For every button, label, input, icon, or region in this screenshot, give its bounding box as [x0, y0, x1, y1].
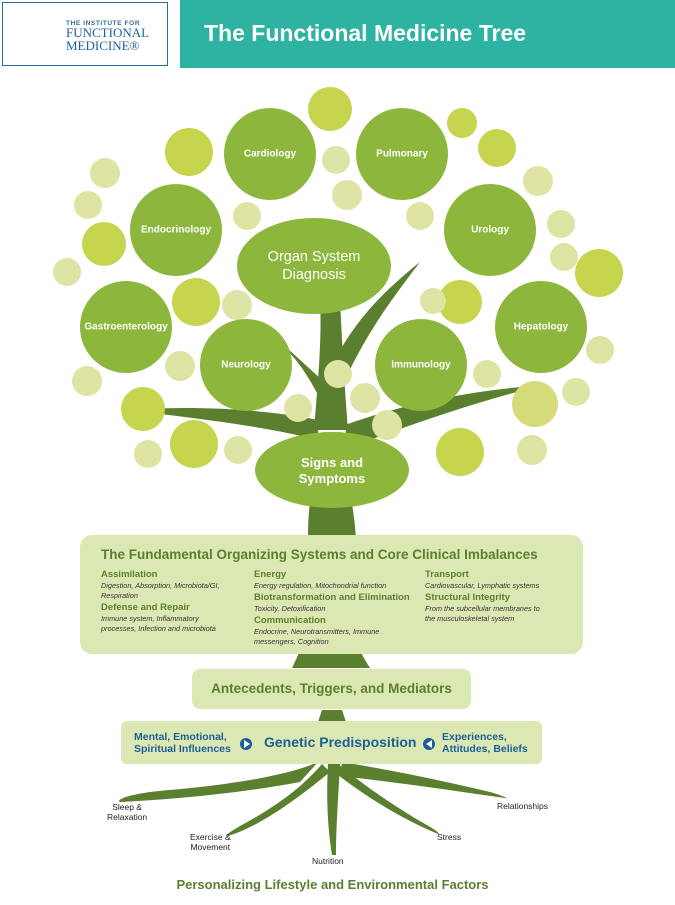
defense-title: Defense and Repair [101, 602, 190, 613]
organ-label-hepatology: Hepatology [513, 321, 569, 333]
defense-desc: Immune system, Inflammatory processes, I… [101, 614, 216, 633]
organ-circle-cardiology [224, 108, 316, 200]
organ-circle-pulmonary [356, 108, 448, 200]
right-arrow-icon [240, 738, 252, 750]
core-systems-title: The Fundamental Organizing Systems and C… [101, 547, 538, 562]
organ-label-cardiology: Cardiology [243, 148, 297, 160]
mental-emotional-label: Mental, Emotional, Spiritual Influences [134, 731, 231, 755]
communication-desc: Endocrine, Neurotransmitters, Immune mes… [254, 627, 380, 646]
footer-caption: Personalizing Lifestyle and Environmenta… [176, 877, 489, 892]
organ-circle-immunology [375, 319, 467, 411]
organ-system-ellipse [237, 218, 391, 314]
structural-desc: From the subcellular membranes to the mu… [425, 604, 540, 623]
logo-text-line1: THE INSTITUTE FOR [66, 20, 141, 27]
signs-symptoms-label: Signs and Symptoms [298, 455, 366, 486]
organ-label-pulmonary: Pulmonary [376, 148, 428, 160]
organ-label-neurology: Neurology [221, 359, 271, 371]
organ-label-gastroenterology: Gastroenterology [84, 321, 168, 333]
tree-roots [119, 762, 507, 855]
energy-desc: Energy regulation, Mitochondrial functio… [254, 581, 387, 590]
logo-text-line2: FUNCTIONAL [66, 25, 150, 40]
antecedents-box [192, 669, 471, 709]
logo-text-line3: MEDICINE® [66, 38, 140, 53]
page-title: The Functional Medicine Tree [204, 20, 527, 46]
transport-title: Transport [425, 569, 469, 580]
energy-title: Energy [254, 569, 287, 580]
root-label-stress: Stress [437, 832, 462, 842]
biotransformation-desc: Toxicity, Detoxification [254, 604, 326, 613]
root-label-exercise: Exercise & Movement [190, 832, 231, 852]
root-label-nutrition: Nutrition [312, 856, 344, 866]
structural-title: Structural Integrity [425, 592, 510, 603]
header-band: The Functional Medicine Tree [180, 0, 675, 68]
left-arrow-icon [423, 738, 435, 750]
root-label-relationships: Relationships [497, 801, 549, 811]
antecedents-label: Antecedents, Triggers, and Mediators [211, 681, 452, 696]
organ-circle-urology [444, 184, 536, 276]
organ-label-endocrinology: Endocrinology [141, 224, 211, 236]
organ-label-immunology: Immunology [391, 359, 451, 371]
organ-circle-gastroenterology [80, 281, 172, 373]
experiences-attitudes-label: Experiences, Attitudes, Beliefs [442, 731, 528, 755]
organ-circle-neurology [200, 319, 292, 411]
genetic-predisposition-label: Genetic Predisposition [264, 734, 417, 750]
organ-system-label: Organ System Diagnosis [267, 249, 361, 283]
biotransformation-title: Biotransformation and Elimination [254, 592, 410, 603]
assimilation-desc: Digestion, Absorption, Microbiota/GI, Re… [101, 581, 220, 600]
genetic-box [121, 721, 542, 764]
assimilation-title: Assimilation [101, 569, 158, 580]
core-systems-panel [80, 535, 583, 654]
root-label-sleep: Sleep & Relaxation [107, 802, 148, 822]
organ-label-urology: Urology [471, 224, 509, 236]
transport-desc: Cardiovascular, Lymphatic systems [425, 581, 540, 590]
logo-box: THE INSTITUTE FOR FUNCTIONAL MEDICINE® [2, 2, 168, 66]
decorative-circles [53, 87, 623, 476]
organ-circle-endocrinology [130, 184, 222, 276]
communication-title: Communication [254, 615, 326, 626]
signs-symptoms-ellipse [255, 432, 409, 508]
organ-circle-hepatology [495, 281, 587, 373]
